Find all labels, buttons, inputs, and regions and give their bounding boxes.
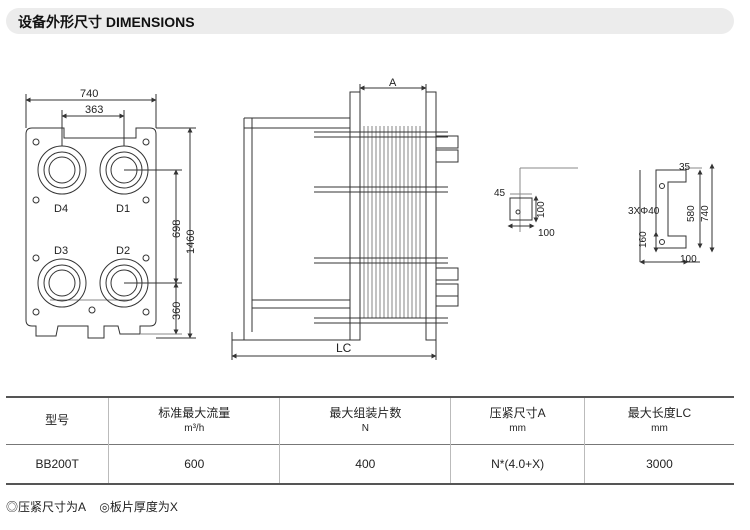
dim-740: 740	[700, 205, 711, 222]
detail-bracket-left	[507, 167, 578, 232]
front-view	[25, 94, 196, 339]
dim-100-horizontal: 100	[538, 228, 555, 239]
dim-160: 160	[638, 231, 649, 248]
dim-35: 35	[679, 162, 691, 173]
port-d3	[37, 258, 87, 308]
cell-flow: 600	[108, 444, 280, 484]
note-thickness: ◎板片厚度为X	[99, 500, 178, 514]
dim-lc: LC	[336, 341, 352, 355]
frame-outline	[25, 127, 157, 339]
note-compress: ◎压紧尺寸为A	[6, 500, 87, 514]
cell-length: 3000	[583, 444, 734, 484]
dim-100-b: 100	[680, 254, 697, 265]
label-d3: D3	[54, 245, 68, 257]
label-d2: D2	[116, 245, 130, 257]
cell-compress: N*(4.0+X)	[450, 444, 585, 484]
dim-a: A	[389, 77, 397, 89]
dim-bottom: 360	[171, 302, 183, 320]
dimension-drawing: 740 363 D4 D1 D3 D2 1460 698 360 A LC 45…	[25, 77, 715, 360]
side-view	[231, 84, 459, 360]
col-header-model: 型号	[45, 413, 70, 428]
dim-100-vertical: 100	[536, 201, 547, 218]
section-header: 设备外形尺寸 DIMENSIONS	[6, 8, 734, 34]
cell-plates: 400	[279, 444, 451, 484]
cell-model: BB200T	[35, 456, 79, 471]
section-title: 设备外形尺寸 DIMENSIONS	[18, 14, 195, 30]
table-row: BB200T 600 400 N*(4.0+X) 3000	[6, 444, 734, 484]
dim-45: 45	[494, 188, 506, 199]
label-d1: D1	[116, 203, 130, 215]
dim-total-width: 740	[80, 88, 98, 100]
dim-port-spacing: 363	[85, 104, 103, 116]
detail-bracket-right	[639, 163, 715, 265]
port-d4	[37, 145, 87, 195]
dim-580: 580	[686, 205, 697, 222]
dim-height-total: 1460	[185, 230, 197, 254]
notes: ◎压紧尺寸为A ◎板片厚度为X	[6, 498, 188, 515]
label-d4: D4	[54, 203, 68, 215]
dim-holes: 3XΦ40	[628, 206, 660, 217]
dim-port-vertical: 698	[171, 220, 183, 238]
